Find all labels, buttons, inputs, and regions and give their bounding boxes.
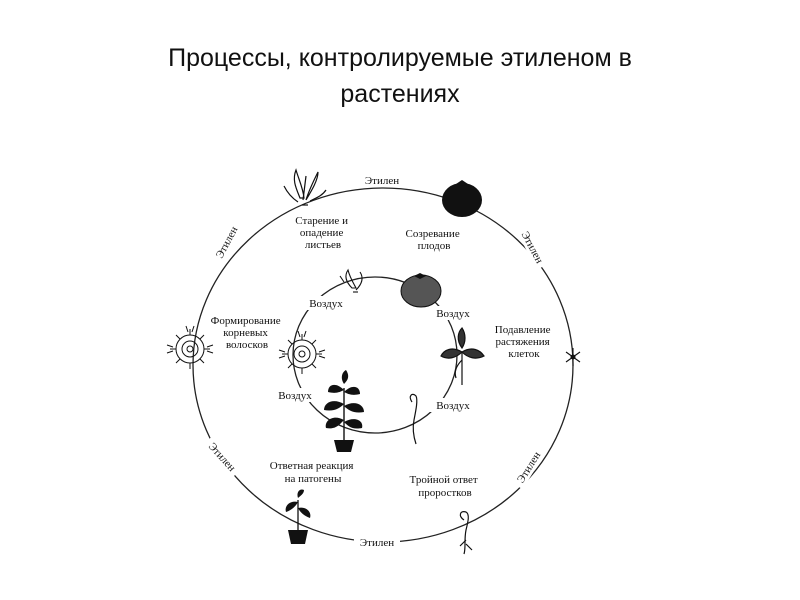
- outer-label-lower-right: Этилен: [510, 444, 546, 490]
- inner-label-upper-left: Воздух: [301, 296, 351, 310]
- root-hairs-small-icon: [278, 330, 326, 374]
- label-root-hairs: Формирование корневых волосков: [211, 315, 284, 351]
- svg-text:Этилен: Этилен: [365, 175, 399, 187]
- svg-text:Этилен: Этилен: [214, 225, 241, 261]
- label-ripening: Созревание плодов: [406, 228, 463, 252]
- title-line-2: растениях: [340, 80, 460, 108]
- label-pathogen: Ответная реакция на патогены: [270, 460, 356, 485]
- inner-label-upper-right: Воздух: [428, 306, 478, 320]
- outer-label-bottom: Этилен: [354, 535, 400, 549]
- page-title: Процессы, контролируемые этиленом в раст…: [0, 40, 800, 112]
- senescing-plant-icon: [283, 168, 327, 206]
- svg-text:Этилен: Этилен: [360, 537, 394, 549]
- ripe-fruit-icon: [442, 180, 482, 217]
- inner-label-lower-left: Воздух: [270, 388, 320, 402]
- outer-label-upper-right: Этилен: [516, 224, 550, 270]
- outer-label-upper-left: Этилен: [209, 219, 243, 265]
- svg-text:Воздух: Воздух: [436, 400, 470, 412]
- svg-text:Воздух: Воздух: [436, 308, 470, 320]
- suppressed-seedling-icon: [440, 327, 485, 385]
- potted-plant-icon: [324, 370, 364, 452]
- small-senescing-plant-icon: [339, 268, 363, 293]
- svg-text:Воздух: Воздух: [309, 298, 343, 310]
- root-hairs-large-icon: [166, 325, 214, 369]
- wilted-potted-plant-icon: [285, 489, 311, 544]
- svg-text:Этилен: Этилен: [515, 450, 543, 485]
- green-fruit-icon: [400, 273, 442, 308]
- label-triple-response: Тройной ответ проростков: [410, 474, 481, 499]
- inner-label-lower-right: Воздух: [428, 398, 478, 412]
- outer-label-lower-left: Этилен: [202, 435, 243, 478]
- label-suppression: Подавление растяжения клеток: [495, 324, 553, 360]
- tiny-seedling-icon: [565, 348, 581, 366]
- title-line-1: Процессы, контролируемые этиленом в: [168, 44, 632, 72]
- hooked-seedling-icon: [459, 511, 473, 555]
- svg-text:Этилен: Этилен: [519, 230, 546, 266]
- label-senescence: Старение и опадение листьев: [295, 215, 350, 251]
- outer-label-top: Этилен: [360, 173, 404, 187]
- svg-text:Воздух: Воздух: [278, 390, 312, 402]
- triple-response-seedling-icon: [409, 393, 418, 445]
- outer-ring: [192, 187, 574, 543]
